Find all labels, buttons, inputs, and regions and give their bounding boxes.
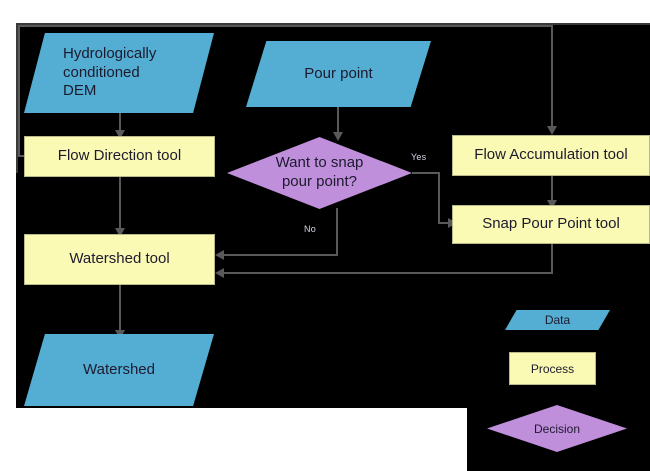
node-dem-line1: Hydrologically [63, 44, 157, 62]
edge-label-yes: Yes [411, 152, 427, 162]
edge-snap-to-watershed-run [222, 272, 553, 274]
edge-decision-yes-drop [438, 172, 440, 222]
node-snap-pour-point-tool[interactable]: Snap Pour Point tool [452, 205, 650, 244]
node-pour-point-label: Pour point [304, 64, 373, 82]
node-watershed-label: Watershed [83, 360, 155, 378]
arrowhead-to-flow-accumulation [547, 126, 557, 135]
canvas-border-top [16, 23, 650, 25]
edge-flow-direction-to-watershed-tool [119, 177, 121, 232]
edge-decision-no-drop [336, 208, 338, 255]
node-dem-line3: DEM [63, 82, 97, 100]
canvas-border-left [16, 23, 18, 173]
node-snap-pour-point-label: Snap Pour Point tool [482, 215, 620, 233]
legend-process-label: Process [530, 361, 575, 376]
node-pour-point[interactable]: Pour point [246, 41, 431, 107]
edge-snap-to-watershed-drop [551, 243, 553, 274]
node-watershed[interactable]: Watershed [24, 334, 214, 406]
edge-dem-to-flow-direction [119, 113, 121, 135]
edge-flow-accumulation-to-snap [551, 176, 553, 205]
edge-decision-yes-into-snap [438, 222, 452, 224]
edge-pour-point-to-decision [337, 107, 339, 137]
legend-decision-label: Decision [533, 421, 581, 436]
arrowhead-flow-direction-to-watershed-tool [115, 228, 125, 237]
node-flow-direction-tool[interactable]: Flow Direction tool [24, 136, 215, 177]
edge-label-no: No [304, 224, 316, 234]
node-dem-label: Hydrologically conditioned DEM [63, 45, 181, 101]
node-hydrologically-conditioned-dem[interactable]: Hydrologically conditioned DEM [24, 33, 214, 113]
arrowhead-dem-to-flow-direction [115, 130, 125, 139]
node-watershed-tool-label: Watershed tool [69, 250, 170, 268]
edge-flow-direction-top-run [18, 25, 553, 27]
legend-data-label: Data [544, 313, 571, 327]
node-flow-accumulation-label: Flow Accumulation tool [474, 146, 628, 164]
node-dem-line2: conditioned [63, 63, 140, 81]
arrowhead-pour-point-to-decision [333, 132, 343, 141]
edge-flow-direction-riser [18, 25, 20, 157]
node-flow-accumulation-tool[interactable]: Flow Accumulation tool [452, 135, 650, 176]
edge-decision-no-run [222, 254, 338, 256]
arrowhead-snap-to-watershed-tool [215, 268, 224, 278]
legend-item-process: Process [509, 352, 596, 385]
arrowhead-flow-accumulation-to-snap [547, 200, 557, 209]
node-watershed-tool[interactable]: Watershed tool [24, 234, 215, 285]
edge-decision-yes-run [412, 172, 440, 174]
node-decision-label: Want to snap pour point? [276, 154, 364, 192]
legend-item-data: Data [505, 310, 610, 330]
edge-to-flow-accumulation-drop [551, 25, 553, 130]
node-flow-direction-label: Flow Direction tool [57, 147, 182, 165]
arrowhead-decision-no-to-watershed-tool [215, 250, 224, 260]
node-decision-line1: Want to snap [275, 154, 364, 172]
edge-watershed-tool-to-watershed [119, 284, 121, 334]
node-decision-line2: pour point? [281, 173, 358, 190]
